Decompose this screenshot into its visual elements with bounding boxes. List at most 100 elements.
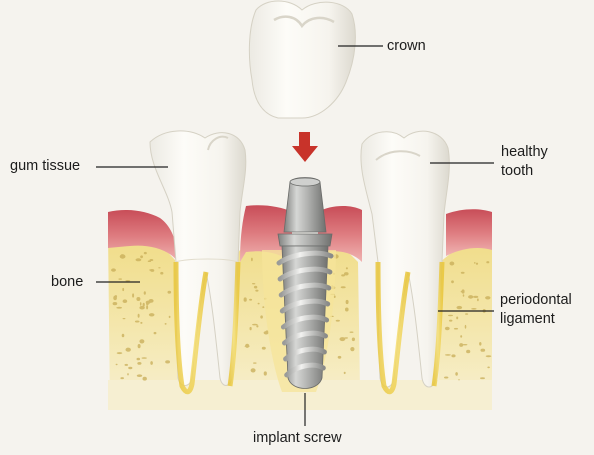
bone-spot: [243, 297, 247, 302]
bone-spot: [449, 261, 455, 266]
bone-spot: [448, 314, 453, 317]
bone-spot: [455, 372, 458, 376]
bone-spot: [345, 267, 348, 270]
bone-spot: [451, 280, 454, 284]
bone-spot: [473, 295, 479, 298]
screw-threads: [276, 250, 334, 378]
label-healthy-tooth: healthy tooth: [501, 144, 548, 179]
bone-spot: [142, 376, 147, 381]
bone-spot: [245, 343, 250, 348]
bone-spot: [465, 313, 469, 315]
bone-spot: [120, 377, 124, 380]
label-crown: crown: [387, 38, 426, 54]
bone-spot: [111, 268, 116, 272]
bone-spot: [341, 274, 345, 277]
bone-spot: [260, 315, 263, 319]
bone-spot: [343, 371, 346, 375]
screw-thread: [282, 330, 328, 346]
bone-spot: [140, 255, 144, 259]
bone-spot: [121, 333, 125, 338]
label-gum-tissue: gum tissue: [10, 158, 81, 174]
bone-spot: [340, 286, 346, 289]
bone-spot: [137, 362, 142, 365]
bone-spot: [471, 308, 477, 310]
label-bone: bone: [51, 274, 84, 290]
bone-spot: [143, 251, 147, 255]
bone-spot: [462, 344, 468, 346]
bone-spot: [115, 363, 118, 366]
bone-spot: [118, 278, 122, 280]
bone-spot: [485, 355, 492, 358]
label-periodontal-ligament: periodontal ligament: [500, 292, 572, 327]
bone-spot: [136, 297, 141, 301]
bone-spot: [164, 323, 167, 325]
bone-spot: [146, 305, 149, 310]
bone-spot: [456, 316, 459, 320]
bone-spot: [252, 283, 256, 285]
screw-thread: [277, 266, 333, 282]
bone-spot: [148, 313, 155, 317]
bone-spot: [337, 355, 342, 359]
bone-spot: [134, 320, 140, 323]
bone-spot: [137, 344, 141, 349]
bone-spot: [345, 307, 349, 312]
bone-spot: [116, 352, 123, 355]
bone-spot: [486, 261, 490, 264]
screw-thread: [284, 362, 326, 378]
bone-spot: [122, 318, 126, 320]
implant-screw: [276, 177, 334, 389]
bone-spot: [333, 295, 336, 299]
bone-spot: [249, 326, 252, 331]
bone-spot: [143, 291, 146, 295]
bone-spot: [253, 285, 258, 289]
bone-spot: [444, 354, 451, 356]
leader-lines: [96, 45, 494, 426]
bone-spot: [250, 368, 256, 373]
bone-spot: [149, 259, 154, 261]
bone-spot: [158, 267, 161, 269]
bone-spot: [262, 306, 265, 308]
bone-spot: [135, 258, 142, 262]
bone-spot: [479, 342, 482, 346]
bone-spot: [147, 260, 152, 263]
screw-thread: [283, 346, 327, 362]
bone-spot: [128, 366, 133, 370]
bone-spot: [137, 313, 140, 318]
bone-spot: [485, 296, 491, 300]
bone-spot: [149, 269, 154, 271]
screw-thread: [278, 282, 332, 298]
bone-spot: [453, 327, 459, 330]
gum-tissue: [108, 205, 492, 262]
bone-spot: [261, 346, 266, 350]
bone-spot: [113, 295, 117, 301]
bone-spot: [480, 377, 485, 380]
bone-spot: [444, 376, 449, 379]
crown: [248, 0, 356, 119]
insert-arrow: [292, 132, 318, 162]
bone-spot: [350, 347, 355, 352]
bone-spot: [139, 339, 145, 344]
bone-spot: [349, 331, 354, 333]
bone-spot: [249, 298, 253, 301]
bone-spot: [466, 349, 471, 354]
bone-spot: [344, 272, 349, 276]
bone-spot: [116, 306, 123, 309]
bone-spot: [148, 299, 154, 303]
bone-spot: [449, 319, 453, 322]
bone-spot: [251, 257, 253, 262]
bone-spot: [255, 289, 259, 292]
bone-spot: [141, 357, 147, 359]
bone-spot: [263, 371, 267, 376]
bone-spot: [168, 315, 171, 319]
bone-spot: [112, 302, 118, 306]
bone-spot: [451, 354, 456, 358]
bone-spot: [460, 290, 464, 293]
bone-spot: [460, 271, 465, 274]
bone-spot: [458, 379, 460, 381]
bone-spot: [474, 262, 476, 264]
bone-spot: [344, 337, 348, 339]
bone-spot: [165, 360, 171, 364]
bone-spot: [459, 343, 464, 347]
bone-spot: [167, 290, 172, 294]
